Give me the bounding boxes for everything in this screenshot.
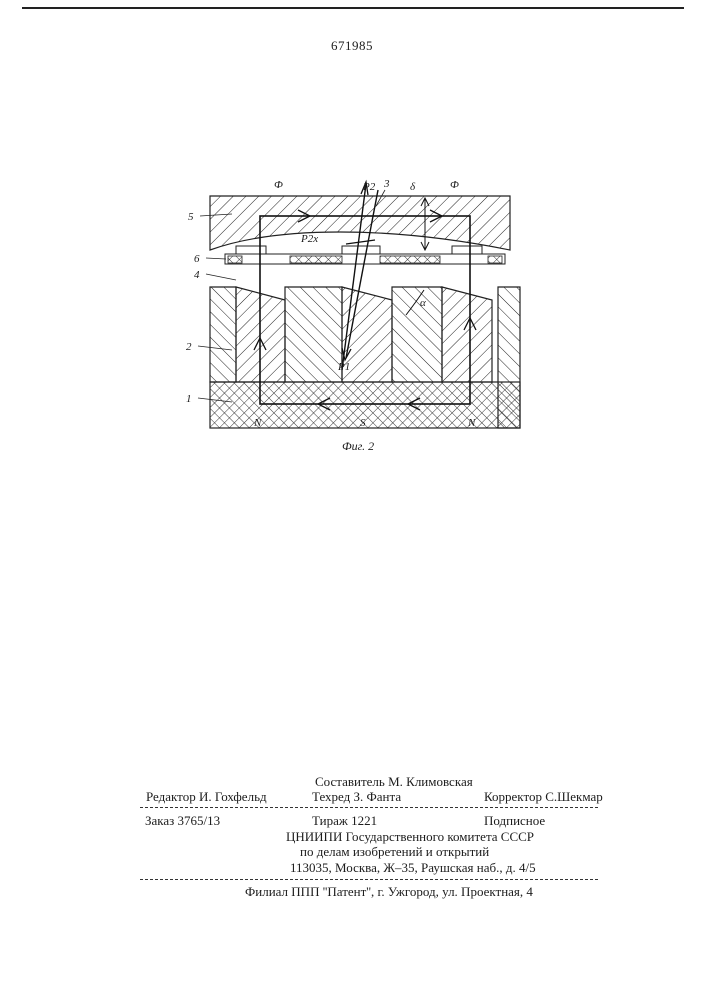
organization-line-2: по делам изобретений и открытий xyxy=(300,844,489,860)
figure-2-drawing: Ф Ф P2 3 δ P2x α P1 5 6 4 2 1 N S N Фиг.… xyxy=(170,170,540,470)
pole-block-5 xyxy=(392,287,442,382)
patent-number: 671985 xyxy=(331,38,373,54)
compiler: Составитель М. Климовская xyxy=(315,774,473,790)
label-force-p1: P1 xyxy=(337,361,350,373)
label-ref-3: 3 xyxy=(383,178,390,190)
label-force-p2: P2 xyxy=(362,181,376,193)
label-pole-n-left: N xyxy=(253,417,262,429)
order-number: Заказ 3765/13 xyxy=(145,813,220,829)
force-arrow-p2x xyxy=(346,240,375,244)
circulation: Тираж 1221 xyxy=(312,813,377,829)
label-pole-n-right: N xyxy=(467,417,476,429)
pole-block-6 xyxy=(442,287,492,382)
subscription: Подписное xyxy=(484,813,545,829)
label-ref-6: 6 xyxy=(194,253,200,265)
label-force-p2x: P2x xyxy=(300,233,318,245)
techred: Техред З. Фанта xyxy=(312,789,401,805)
rule-2 xyxy=(140,879,598,880)
label-pole-s: S xyxy=(360,417,366,429)
label-ref-4: 4 xyxy=(194,269,200,281)
figure-caption: Фиг. 2 xyxy=(342,439,374,453)
pole-block-left xyxy=(210,287,236,382)
label-angle: α xyxy=(420,297,426,309)
label-ref-1: 1 xyxy=(186,393,192,405)
label-gap: δ xyxy=(410,181,416,193)
rule-1 xyxy=(140,807,598,808)
organization-address: 113035, Москва, Ж–35, Раушская наб., д. … xyxy=(290,860,536,876)
pole-block-center xyxy=(285,287,342,382)
top-rule xyxy=(22,7,684,9)
label-flux-left: Ф xyxy=(274,179,283,191)
editor: Редактор И. Гохфельд xyxy=(146,789,267,805)
branch-address: Филиал ППП ''Патент'', г. Ужгород, ул. П… xyxy=(245,884,533,900)
label-ref-2: 2 xyxy=(186,341,192,353)
corrector: Корректор С.Шекмар xyxy=(484,789,603,805)
label-flux-right: Ф xyxy=(450,179,459,191)
organization-line-1: ЦНИИПИ Государственного комитета СССР xyxy=(286,829,534,845)
label-ref-5: 5 xyxy=(188,211,194,223)
pole-block-right xyxy=(498,287,520,428)
